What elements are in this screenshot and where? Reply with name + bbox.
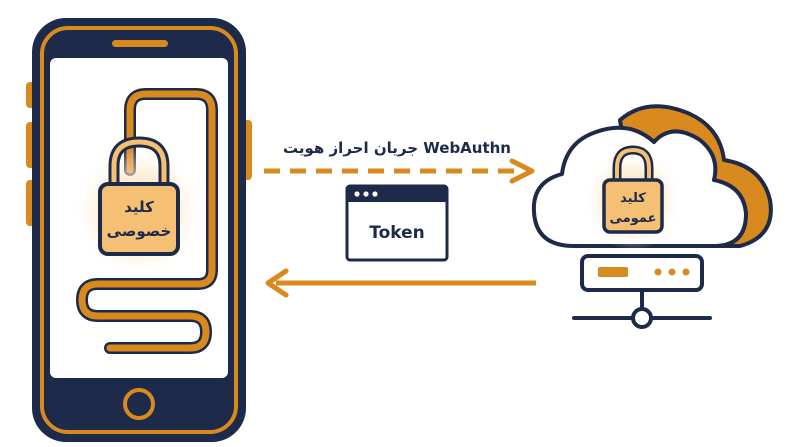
token-window-dot — [363, 191, 369, 197]
private-key-lock: کلید خصوصی — [73, 136, 205, 278]
lock-body — [98, 182, 180, 256]
public-key-label-line2: عمومی — [610, 211, 657, 226]
server-led — [668, 268, 676, 276]
token-window-titlebar — [347, 186, 447, 202]
token-window-dot — [354, 191, 360, 197]
public-key-lock: کلید عمومی — [583, 145, 683, 250]
public-key-label-line1: کلید — [620, 191, 646, 206]
token-window: Token — [345, 184, 449, 262]
private-key-label-line2: خصوصی — [107, 222, 172, 240]
phone-inner-outline — [40, 26, 238, 434]
token-label: Token — [369, 223, 425, 243]
lock-shackle-inner — [615, 147, 651, 182]
server — [572, 254, 712, 329]
chain-wire — [76, 88, 218, 354]
chain-wire-inner — [78, 90, 216, 352]
server-led — [682, 268, 690, 276]
network-node — [631, 307, 653, 329]
auth-flow-label: جریان احراز هویت WebAuthn — [283, 139, 511, 157]
auth-flow-arrow: جریان احراز هویت WebAuthn — [264, 139, 535, 184]
phone-speaker — [112, 40, 168, 47]
lock-body — [602, 178, 664, 234]
server-drive-slot — [598, 267, 628, 277]
solid-arrow-head — [265, 268, 289, 298]
token-return-arrow — [265, 268, 536, 298]
phone-home-button — [123, 388, 155, 420]
server-led — [654, 268, 662, 276]
lock-shackle-inner — [111, 139, 167, 186]
private-key-label-line1: کلید — [124, 198, 154, 216]
dashed-arrow-head — [509, 158, 535, 184]
token-window-dot — [372, 191, 378, 197]
